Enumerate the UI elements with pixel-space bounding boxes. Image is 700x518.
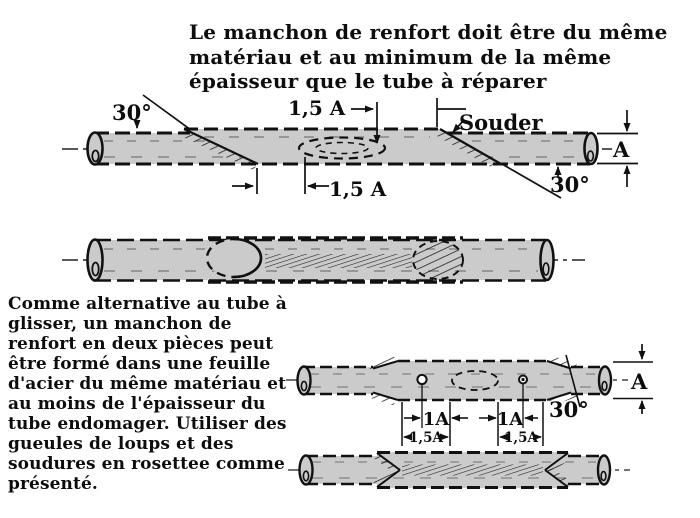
pipe-left-end — [86, 131, 104, 166]
label-dim-1a-right: 1A — [497, 409, 525, 430]
label-thickness-a: A — [630, 369, 648, 394]
damage-area-oval — [297, 136, 387, 160]
pipe-right-end — [583, 131, 599, 166]
pipe-left-end — [86, 238, 104, 282]
note-line-10: présenté. — [8, 474, 98, 494]
sleeve-body — [373, 361, 571, 400]
label-angle-top-left: 30° — [112, 100, 152, 125]
note-line-4: être formé dans une feuille — [8, 354, 271, 374]
label-dim-15a-left: 1,5A — [409, 430, 443, 446]
label-dim-1a-left: 1A — [423, 409, 451, 430]
label-angle-bottom-right: 30° — [550, 172, 590, 197]
right-bevel-weld-hatch — [437, 130, 501, 170]
note-line-1: Comme alternative au tube à — [8, 294, 287, 314]
label-angle: 30° — [549, 397, 589, 422]
diagram-welded-two-piece-sleeve — [288, 451, 630, 489]
weld-seam-hatch — [265, 254, 412, 268]
note-line-3: renfort en deux pièces peut — [8, 334, 274, 354]
note-line-6: au moins de l'épaisseur du — [8, 394, 266, 414]
longitudinal-seam-hatch — [402, 464, 543, 476]
label-thickness-a: A — [612, 137, 630, 162]
note-line-7: tube endomager. Utiliser des — [8, 414, 287, 434]
rosette-weld-left — [416, 373, 428, 386]
label-dim-bottom: 1,5 A — [329, 177, 387, 201]
note-line-8: gueules de loups et des — [8, 434, 234, 454]
alternative-sleeve-note: Comme alternative au tube à glisser, un … — [8, 294, 308, 494]
note-line-9: soudures en rosettee comme — [8, 454, 285, 474]
diagram-two-piece-sleeve: A 30° 1A 1A 1,5A 1,5A — [286, 344, 653, 446]
title-line-3: épaisseur que le tube à réparer — [189, 69, 547, 93]
diagram-rosette-welded-sleeve — [62, 236, 585, 284]
left-bevel-weld-hatch — [181, 130, 258, 170]
note-line-2: glisser, un manchon de — [8, 314, 232, 334]
diagram-beveled-sleeve: 30° 1,5 A Souder A 30° 1,5 A — [62, 94, 638, 201]
damage-area-oval — [451, 370, 499, 391]
title-line-1: Le manchon de renfort doit être du même — [189, 20, 668, 44]
label-dim-top: 1,5 A — [288, 96, 346, 120]
title-line-2: matériau et au minimum de la même — [189, 44, 612, 69]
dimension-lines — [401, 344, 653, 446]
fish-mouth-weld-edges — [376, 452, 569, 488]
label-dim-15a-right: 1,5A — [504, 430, 538, 446]
dimension-lines — [133, 94, 638, 199]
rosette-weld-right — [412, 240, 464, 280]
figure-title: Le manchon de renfort doit être du même … — [189, 20, 694, 94]
note-line-5: d'acier du même matériau et — [8, 374, 287, 394]
label-weld: Souder — [459, 110, 543, 135]
